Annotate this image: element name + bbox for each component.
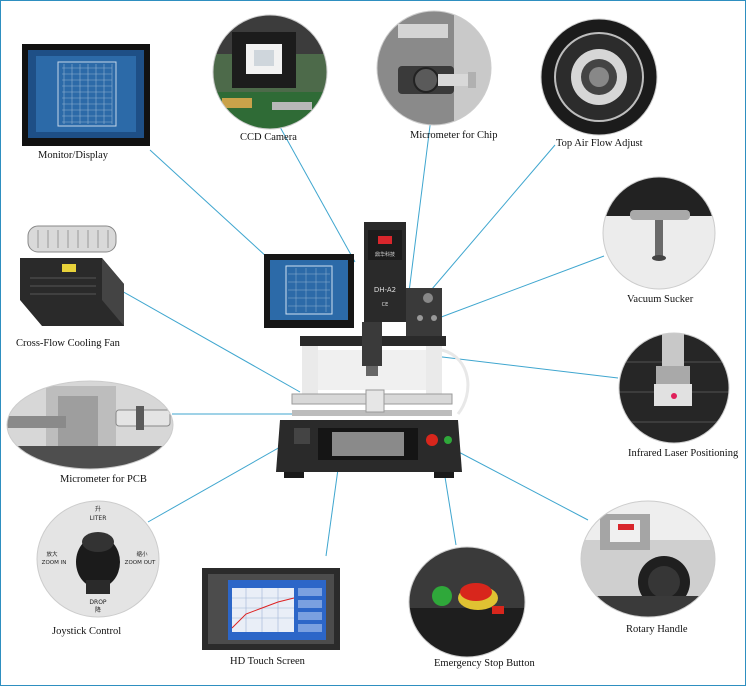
label-hd-touch-screen: HD Touch Screen (230, 656, 305, 667)
line-ccd (274, 117, 356, 263)
label-monitor-display: Monitor/Display (38, 150, 108, 161)
machine-model-text: DH-A2 (374, 286, 396, 294)
line-micrometer-chip (407, 109, 433, 301)
vacuum-sucker-photo (602, 176, 716, 290)
line-monitor (149, 149, 269, 259)
joystick-text-up: 升 (95, 505, 101, 513)
joystick-text-zoom-out-cn: 缩小 (136, 550, 148, 558)
line-fan (119, 289, 301, 393)
label-cross-flow-fan: Cross-Flow Cooling Fan (16, 338, 120, 349)
joystick-text-zoom-out: ZOOM OUT (125, 560, 156, 566)
monitor-display-photo (22, 44, 150, 146)
top-air-flow-photo (540, 18, 658, 136)
micrometer-pcb-photo (6, 380, 174, 470)
label-micrometer-pcb: Micrometer for PCB (60, 474, 147, 485)
line-joystick (147, 437, 297, 523)
cross-flow-fan-photo (20, 225, 124, 326)
ccd-camera-photo (212, 14, 328, 130)
label-ccd-camera: CCD Camera (240, 132, 297, 143)
infrared-laser-photo (618, 332, 730, 444)
joystick-text-zoom-in-cn: 放大 (46, 550, 58, 558)
line-laser (433, 355, 619, 379)
line-airflow (425, 144, 556, 297)
line-vacuum (427, 255, 605, 323)
machine-ce-text: CE (382, 302, 389, 308)
label-infrared-laser: Infrared Laser Positioning (628, 448, 739, 459)
joystick-text-liter: LITER (90, 515, 107, 522)
rotary-handle-photo (580, 500, 716, 618)
bga-rework-machine: 鼎华科技 DH-A2 CE (264, 222, 470, 478)
label-top-air-flow-adjust: Top Air Flow Adjust (556, 138, 643, 149)
label-emergency-stop: Emergency Stop Button (434, 658, 535, 669)
label-micrometer-chip: Micrometer for Chip (410, 130, 498, 141)
machine-brand-text: 鼎华科技 (375, 251, 395, 258)
hd-touch-screen-photo (202, 568, 340, 650)
joystick-text-drop-cn: 降 (95, 606, 101, 614)
joystick-text-drop: DROP (89, 599, 107, 606)
joystick-photo: 升 LITER 放大 ZOOM IN 缩小 ZOOM OUT DROP 降 (36, 500, 160, 618)
label-rotary-handle: Rotary Handle (626, 624, 688, 635)
emergency-stop-photo (408, 546, 526, 658)
micrometer-chip-photo (376, 10, 492, 126)
joystick-text-zoom-in: ZOOM IN (42, 560, 67, 566)
label-vacuum-sucker: Vacuum Sucker (627, 294, 694, 305)
label-joystick-control: Joystick Control (52, 626, 122, 637)
